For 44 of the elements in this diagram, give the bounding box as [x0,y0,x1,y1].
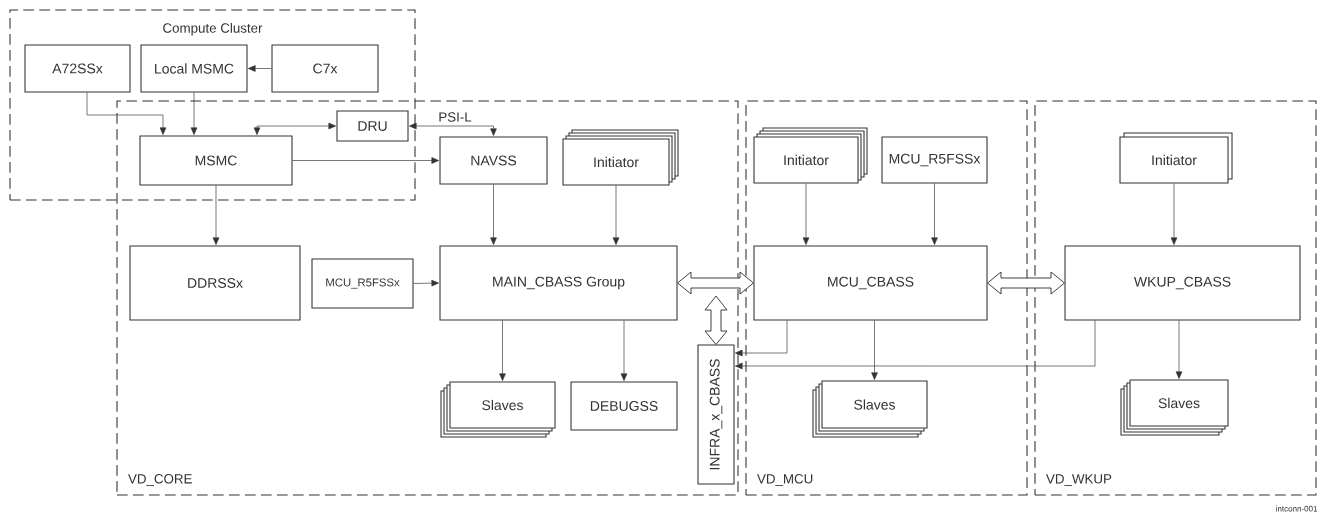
stacked-box: Slaves [440,381,556,438]
arrow [190,92,198,135]
stacked-box: Slaves [1120,379,1229,436]
stacked-box: Initiator [753,127,868,184]
block-box: MCU_CBASS [753,245,988,321]
arrow [86,92,167,135]
block-box: MCU_R5FSSx [881,136,988,184]
stacked-box: Initiator [562,129,679,186]
arrow [735,320,1096,370]
arrow [413,279,439,287]
block-box: MSMC [139,135,293,186]
block-box: DEBUGSS [570,381,678,431]
arrow [292,157,439,164]
arrow [931,183,938,245]
block-box: DDRSSx [129,245,301,321]
block-box: A72SSx [24,44,131,93]
arrow [499,320,506,381]
arrow [253,122,336,135]
block-box: C7x [271,44,379,93]
edge-label: PSI-L [437,110,473,124]
arrow [409,122,497,136]
block-box: WKUP_CBASS [1064,245,1301,321]
arrow [802,183,810,245]
arrow [620,320,628,381]
arrow [212,185,220,245]
arrow [490,184,497,245]
arrow [248,65,272,72]
figure-id: intconn-001 [1276,505,1318,512]
vertical-box: INFRA_x_CBASS [697,344,735,485]
arrow [612,185,620,245]
block-box: Local MSMC [140,44,248,93]
double-arrow [987,271,1065,295]
block-box: MCU_R5FSSx [311,258,414,309]
arrow [1170,183,1178,245]
stacked-box: Slaves [812,380,928,438]
block-box: NAVSS [439,136,548,185]
block-box: MAIN_CBASS Group [439,245,678,321]
stacked-box: Initiator [1119,132,1233,184]
double-arrow [677,271,754,295]
arrow [735,320,788,357]
block-box: DRU [336,110,409,142]
arrow [1175,320,1183,379]
double-arrow [704,295,728,345]
arrow [871,320,878,380]
